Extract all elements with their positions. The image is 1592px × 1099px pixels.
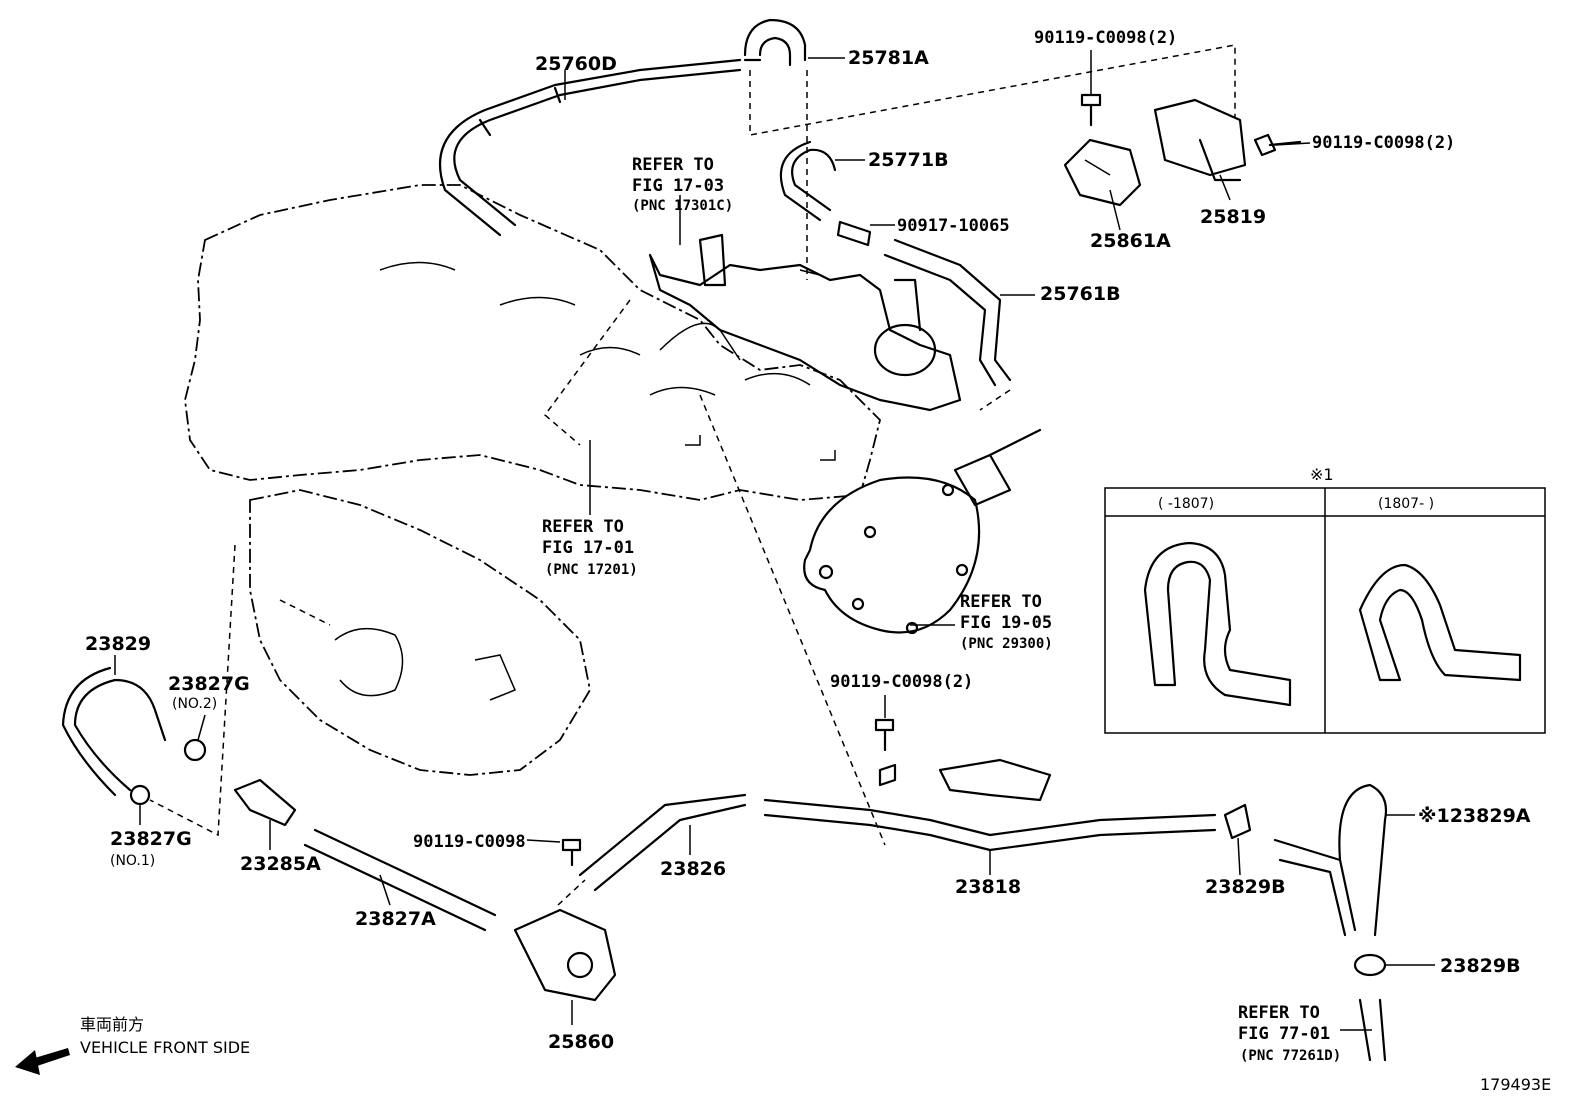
leader-dashed-pump <box>979 389 1011 411</box>
vsv-25819 <box>1153 98 1247 182</box>
refer-fig-19-05-line1: REFER TO <box>960 592 1042 612</box>
hose-23829 <box>61 666 167 797</box>
vsv-25860 <box>513 879 617 1002</box>
label-23818: 23818 <box>955 876 1021 898</box>
refer-fig-77-01-line1: REFER TO <box>1238 1003 1320 1023</box>
label-23829A: ※123829A <box>1418 805 1531 827</box>
refer-fig-17-03-line1: REFER TO <box>632 155 714 175</box>
refer-fig-17-01-line1: REFER TO <box>542 517 624 537</box>
pipe-23818 <box>763 758 1217 852</box>
hose-23827A <box>303 828 497 932</box>
label-25781A: 25781A <box>848 47 929 69</box>
label-23827G-no1-sub: (NO.1) <box>110 853 155 869</box>
leader-dashed-center <box>699 394 886 846</box>
label-25861A: 25861A <box>1090 230 1171 252</box>
intake-manifold <box>648 233 962 412</box>
label-90119-single: 90119-C0098 <box>413 832 526 852</box>
inset-col-left-label: ( -1807) <box>1158 496 1214 512</box>
refer-fig-77-01-pnc: (PNC 77261D) <box>1240 1048 1341 1064</box>
bracket-25861A <box>1063 138 1142 207</box>
leader-dashed-box <box>749 44 1236 140</box>
refer-fig-19-05: REFER TO FIG 19-05 (PNC 29300) <box>960 592 1053 652</box>
refer-fig-17-03-pnc: (PNC 17301C) <box>632 198 733 214</box>
label-25771B: 25771B <box>868 149 949 171</box>
label-23827G-no2: 23827G <box>168 673 250 695</box>
refer-fig-77-01: REFER TO FIG 77-01 (PNC 77261D) <box>1238 1003 1341 1064</box>
label-90119-top: 90119-C0098(2) <box>1034 28 1177 48</box>
vehicle-front-jp: 車両前方 <box>80 1015 144 1034</box>
label-23285A: 23285A <box>240 853 321 875</box>
refer-fig-19-05-line2: FIG 19-05 <box>960 613 1052 633</box>
clamp-23827G-no2 <box>183 738 207 762</box>
hose-25771B <box>779 140 837 222</box>
label-25760D: 25760D <box>535 53 617 75</box>
engine-outline <box>184 184 881 501</box>
lower-block-outline <box>149 489 591 837</box>
valve-23285A <box>233 778 297 827</box>
label-90917-10065: 90917-10065 <box>897 216 1010 236</box>
label-90119-mid: 90119-C0098(2) <box>830 672 973 692</box>
label-23827G-no1: 23827G <box>110 828 192 850</box>
clamp-23829B-b <box>1353 953 1387 977</box>
hose-25761B <box>883 238 1012 387</box>
bolt-top <box>1080 93 1102 127</box>
clamp-23829B-a <box>1223 803 1252 840</box>
hose-23826 <box>578 793 747 892</box>
label-23829B-a: 23829B <box>1205 876 1286 898</box>
clamp-23827G-no1 <box>129 784 151 806</box>
label-23829B-b: 23829B <box>1440 955 1521 977</box>
label-25819: 25819 <box>1200 206 1266 228</box>
refer-fig-17-01-line2: FIG 17-01 <box>542 538 634 558</box>
front-direction-arrow-icon <box>15 1048 70 1075</box>
refer-fig-17-03: REFER TO FIG 17-03 (PNC 17301C) <box>632 155 733 214</box>
refer-fig-17-03-line2: FIG 17-03 <box>632 176 724 196</box>
bolt-single <box>561 838 582 867</box>
label-23827A: 23827A <box>355 908 436 930</box>
leader-lines <box>114 50 1435 1031</box>
bolt-mid <box>874 718 895 752</box>
vacuum-pump <box>803 428 1042 635</box>
refer-fig-17-01: REFER TO FIG 17-01 (PNC 17201) <box>542 517 638 578</box>
vehicle-front-en: VEHICLE FRONT SIDE <box>80 1038 250 1057</box>
hose-25760D <box>438 58 742 237</box>
label-25761B: 25761B <box>1040 283 1121 305</box>
label-23827G-no2-sub: (NO.2) <box>172 696 217 712</box>
label-23826: 23826 <box>660 858 726 880</box>
refer-fig-77-01-line2: FIG 77-01 <box>1238 1024 1330 1044</box>
label-90119-right: 90119-C0098(2) <box>1312 133 1455 153</box>
refer-fig-17-01-pnc: (PNC 17201) <box>545 562 638 578</box>
figure-id: 179493E <box>1480 1075 1551 1094</box>
hose-25781A <box>743 18 807 67</box>
label-25860: 25860 <box>548 1031 614 1053</box>
inset-mark: ※1 <box>1310 465 1334 484</box>
fitting-90917 <box>836 220 872 247</box>
inset-box <box>1104 487 1546 734</box>
inset-col-right-label: (1807- ) <box>1378 496 1434 512</box>
label-23829: 23829 <box>85 633 151 655</box>
refer-fig-19-05-pnc: (PNC 29300) <box>960 636 1053 652</box>
hose-23829A <box>1273 783 1388 937</box>
